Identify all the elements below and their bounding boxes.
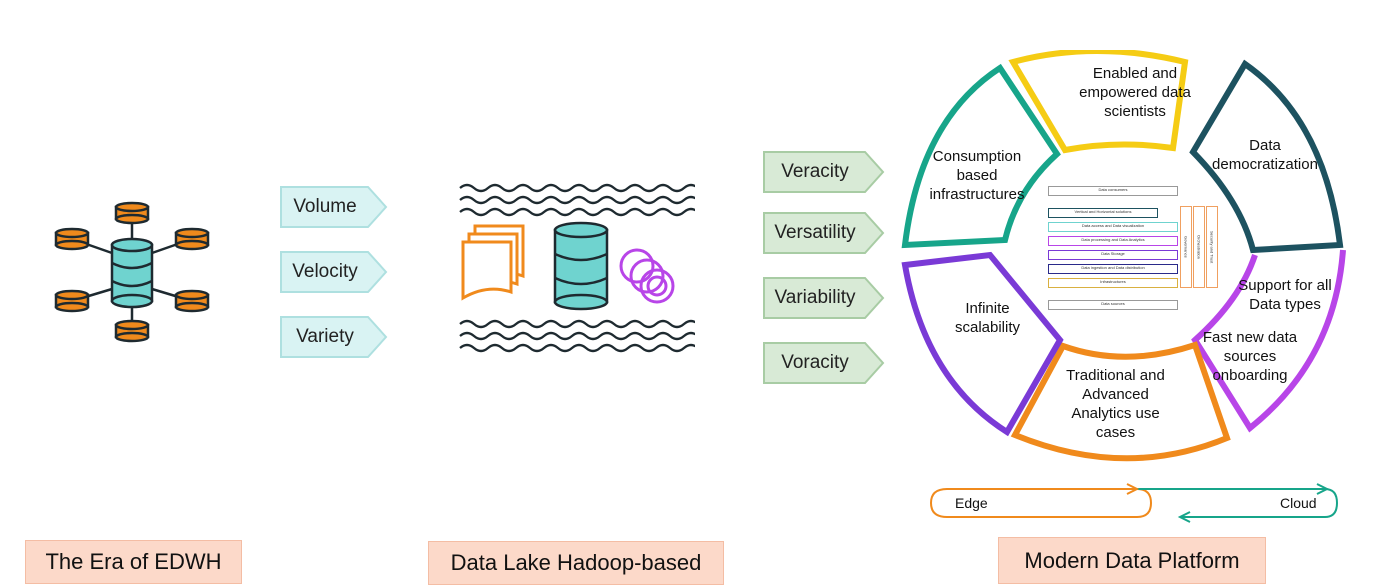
era-label-data-lake: Data Lake Hadoop-based — [428, 541, 724, 585]
arch-side-governance: Governance — [1180, 206, 1192, 288]
segment-right-top-border — [1189, 59, 1344, 254]
era-label-edwh: The Era of EDWH — [25, 540, 242, 584]
arch-side-security: Security and Trust — [1206, 206, 1218, 288]
tag-label: Voracity — [781, 352, 849, 373]
database-icon — [553, 221, 609, 311]
segment-left-text: Infinite scalability — [954, 300, 1021, 336]
architecture-mini-diagram: Data consumers Vertical and Horizontal s… — [1048, 186, 1220, 314]
segment-top-text: Enabled and empowered data scientists — [1079, 65, 1191, 120]
segment-right-top-text: Data democratization — [1212, 137, 1318, 173]
edwh-network-icon — [54, 201, 210, 343]
era-label-modern: Modern Data Platform — [998, 537, 1266, 584]
tag-variety: Variety — [280, 316, 388, 358]
tag-arrow-shape — [280, 251, 388, 293]
data-lake-icon — [459, 183, 695, 353]
segment-right-bottom-text: Fast new data sources onboarding — [1202, 329, 1298, 384]
tag-voracity: Voracity — [763, 342, 885, 384]
arch-layer-processing: Data processing and Data Analytics — [1048, 236, 1178, 246]
tag-variability: Variability — [763, 277, 885, 319]
documents-icon — [461, 224, 525, 301]
tag-label: Variability — [774, 287, 856, 308]
arch-sources: Data sources — [1048, 300, 1178, 310]
tag-arrow-shape — [763, 277, 885, 319]
tag-arrow-shape — [763, 342, 885, 384]
edge-label: Edge — [955, 495, 988, 511]
arch-side-orchestration: Orchestration — [1193, 206, 1205, 288]
water-waves-bottom — [459, 319, 695, 353]
tag-label: Velocity — [292, 261, 358, 282]
tag-arrow-shape — [763, 151, 885, 193]
modern-platform-wheel — [901, 50, 1346, 462]
tag-label: Veracity — [781, 161, 849, 182]
tag-label: Variety — [296, 326, 354, 347]
tag-volume: Volume — [280, 186, 388, 228]
edge-cloud-loop — [929, 483, 1339, 523]
segment-left-border — [901, 251, 1064, 437]
tag-label: Volume — [293, 196, 357, 217]
arch-layer-solutions: Vertical and Horizontal solutions — [1048, 208, 1158, 218]
tag-arrow-shape — [280, 186, 388, 228]
tag-veracity: Veracity — [763, 151, 885, 193]
tag-label: Versatility — [774, 222, 856, 243]
tag-arrow-shape — [763, 212, 885, 254]
segment-bottom-text: Traditional and Advanced Analytics use c… — [1066, 367, 1165, 441]
tag-versatility: Versatility — [763, 212, 885, 254]
media-icon — [619, 248, 675, 304]
arch-consumers: Data consumers — [1048, 186, 1178, 196]
arch-layer-infra: Infrastructures — [1048, 278, 1178, 288]
segment-right-border — [1191, 249, 1346, 433]
segment-top-border — [1008, 50, 1189, 154]
segment-bottom-border — [1010, 341, 1231, 462]
tag-velocity: Velocity — [280, 251, 388, 293]
arch-layer-access: Data access and Data visualization — [1048, 222, 1178, 232]
tag-arrow-shape — [280, 316, 388, 358]
arch-layer-storage: Data Storage — [1048, 250, 1178, 260]
arch-layer-ingestion: Data ingestion and Data distribution — [1048, 264, 1178, 274]
water-waves-top — [459, 183, 695, 217]
cloud-label: Cloud — [1280, 495, 1317, 511]
segment-left-top-text: Consumption based infrastructures — [929, 148, 1025, 203]
segment-right-text: Support for all Data types — [1238, 277, 1332, 313]
segment-left-top-border — [901, 63, 1061, 249]
